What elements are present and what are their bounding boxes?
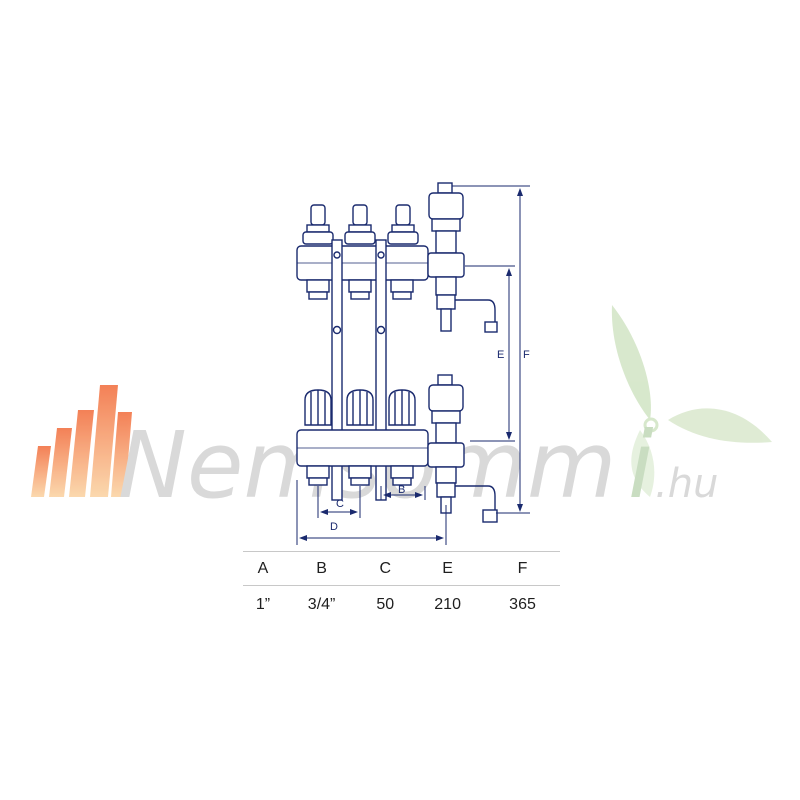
spec-header-c: C (379, 559, 391, 577)
leaf-logo (611, 305, 772, 497)
spec-value-b: 3/4” (307, 595, 336, 613)
dimension-lines (296, 185, 530, 545)
top-flow-meter-1 (302, 204, 334, 245)
dimension-spec-table: A B C E F 1” 3/4” 50 210 365 (243, 551, 560, 624)
spec-table-header-row: A B C E F (243, 552, 560, 586)
bottom-valve-cap-2 (346, 389, 374, 426)
dimension-label-c: C (336, 498, 344, 510)
spec-header-b: B (316, 559, 327, 577)
brand-logo-bars (31, 385, 132, 497)
bottom-side-air-vent (427, 374, 498, 523)
dimension-label-e: E (497, 349, 504, 361)
spec-header-a: A (257, 559, 269, 577)
spec-header-f: F (517, 559, 528, 577)
mounting-bracket-left (331, 239, 343, 501)
watermark-brand-i: i (628, 412, 654, 519)
dimension-label-b: B (398, 484, 405, 496)
watermark-domain-text: .hu (655, 461, 718, 507)
spec-value-f: 365 (509, 595, 536, 613)
top-flow-meter-2 (344, 204, 376, 245)
bottom-valve-cap-3 (388, 389, 416, 426)
top-side-air-vent (427, 182, 498, 333)
spec-value-e: 210 (434, 595, 461, 613)
dimension-arrows (299, 188, 523, 541)
spec-header-e: E (442, 559, 453, 577)
top-flow-meter-3 (387, 204, 419, 245)
dimension-label-d: D (330, 521, 338, 533)
dimension-label-f: F (523, 349, 530, 361)
spec-table-value-row: 1” 3/4” 50 210 365 (243, 586, 560, 624)
bottom-valve-cap-1 (304, 389, 332, 426)
spec-value-c: 50 (376, 595, 395, 613)
spec-value-a: 1” (255, 595, 271, 613)
manifold-assembly (296, 182, 498, 523)
